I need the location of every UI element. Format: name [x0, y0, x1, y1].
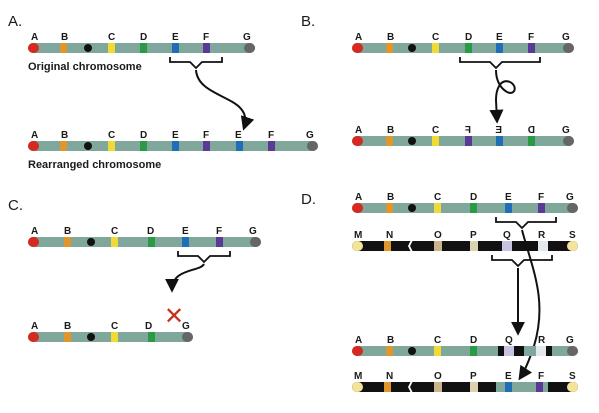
band-label: D: [145, 321, 152, 332]
band-label: A: [355, 32, 362, 43]
band-label: E: [182, 226, 189, 237]
band-label: G: [182, 321, 190, 332]
band-label: D: [470, 335, 477, 346]
band-label: G: [249, 226, 257, 237]
band-label: A: [355, 192, 362, 203]
band-label: E: [505, 192, 512, 203]
bracket: [459, 57, 541, 70]
band-label: F: [268, 130, 274, 141]
band-label: O: [434, 230, 442, 241]
band-label: B: [64, 226, 71, 237]
band-label: O: [434, 371, 442, 382]
band-label: P: [470, 230, 477, 241]
band-label: C: [432, 32, 439, 43]
band-label: D: [465, 32, 472, 43]
band-label: F: [203, 32, 209, 43]
band-label: B: [387, 192, 394, 203]
band-label: C: [434, 192, 441, 203]
chrom-c-deleted: A B C D G: [28, 321, 193, 342]
bracket: [491, 255, 553, 268]
band-label: C: [108, 32, 115, 43]
panel-label-a: A.: [8, 13, 22, 30]
band-label: F: [538, 192, 544, 203]
band-label: N: [386, 371, 393, 382]
chrom-d-second: M N O P Q R S: [352, 230, 578, 252]
band-label: B: [387, 335, 394, 346]
arrow: [518, 229, 541, 381]
band-label: S: [569, 371, 576, 382]
band-label-flipped: D: [528, 125, 535, 136]
chrom-d-result-second: M N O P E F S: [352, 371, 578, 393]
loop-arrow: [489, 69, 516, 124]
caption-rearranged-chromosome: Rearranged chromosome: [28, 159, 161, 171]
caption-original-chromosome: Original chromosome: [28, 61, 142, 73]
arrow: [195, 69, 255, 131]
band-label: G: [562, 125, 570, 136]
chrom-c-original: A B C D E F G: [28, 226, 261, 247]
band-label: N: [386, 230, 393, 241]
band-label: C: [432, 125, 439, 136]
band-label: E: [235, 130, 242, 141]
band-label: R: [538, 335, 546, 346]
panel-label-b: B.: [301, 13, 315, 30]
band-label: P: [470, 371, 477, 382]
chrom-b-original: A B C D E F G: [352, 32, 574, 53]
band-label: R: [538, 230, 546, 241]
band-label: D: [140, 130, 147, 141]
chrom-d-first: A B C D E F G: [352, 192, 578, 213]
band-label: G: [243, 32, 251, 43]
band-label: B: [387, 32, 394, 43]
band-label: Q: [505, 335, 513, 346]
band-label: D: [147, 226, 154, 237]
band-label: A: [355, 335, 362, 346]
band-label: E: [505, 371, 512, 382]
band-label: F: [538, 371, 544, 382]
band-label: A: [31, 32, 38, 43]
band-label: F: [528, 32, 534, 43]
band-label: B: [61, 130, 68, 141]
band-label: A: [31, 226, 38, 237]
band-label: G: [566, 335, 574, 346]
band-label: E: [172, 130, 179, 141]
band-label: A: [31, 321, 38, 332]
band-label: G: [562, 32, 570, 43]
band-label: G: [306, 130, 314, 141]
band-label: M: [354, 230, 362, 241]
band-label: C: [434, 335, 441, 346]
arrow: [165, 263, 205, 293]
band-label: A: [355, 125, 362, 136]
band-label: C: [111, 321, 118, 332]
bracket: [169, 57, 223, 70]
band-label: C: [111, 226, 118, 237]
band-label: C: [108, 130, 115, 141]
band-label: D: [140, 32, 147, 43]
bracket: [177, 251, 231, 264]
bracket: [495, 217, 557, 230]
chrom-a-original: A B C D E F G: [28, 32, 255, 53]
band-label-flipped: F: [465, 125, 471, 136]
band-label: G: [566, 192, 574, 203]
chrom-a-rearranged: A B C D E F E F G: [28, 130, 318, 151]
band-label: E: [496, 32, 503, 43]
band-label: Q: [503, 230, 511, 241]
band-label: D: [470, 192, 477, 203]
band-label: B: [387, 125, 394, 136]
chrom-b-inverted: A B C F E D G: [352, 125, 574, 146]
band-label: A: [31, 130, 38, 141]
band-label: M: [354, 371, 362, 382]
deletion-cross-icon: ✕: [164, 302, 184, 330]
band-label: F: [216, 226, 222, 237]
band-label: S: [569, 230, 576, 241]
panel-label-d: D.: [301, 191, 316, 208]
band-label: F: [203, 130, 209, 141]
band-label: B: [61, 32, 68, 43]
band-label: B: [64, 321, 71, 332]
chrom-d-result-first: A B C D Q R G: [352, 335, 578, 356]
band-label-flipped: E: [495, 125, 502, 136]
band-label: E: [172, 32, 179, 43]
panel-label-c: C.: [8, 197, 23, 214]
